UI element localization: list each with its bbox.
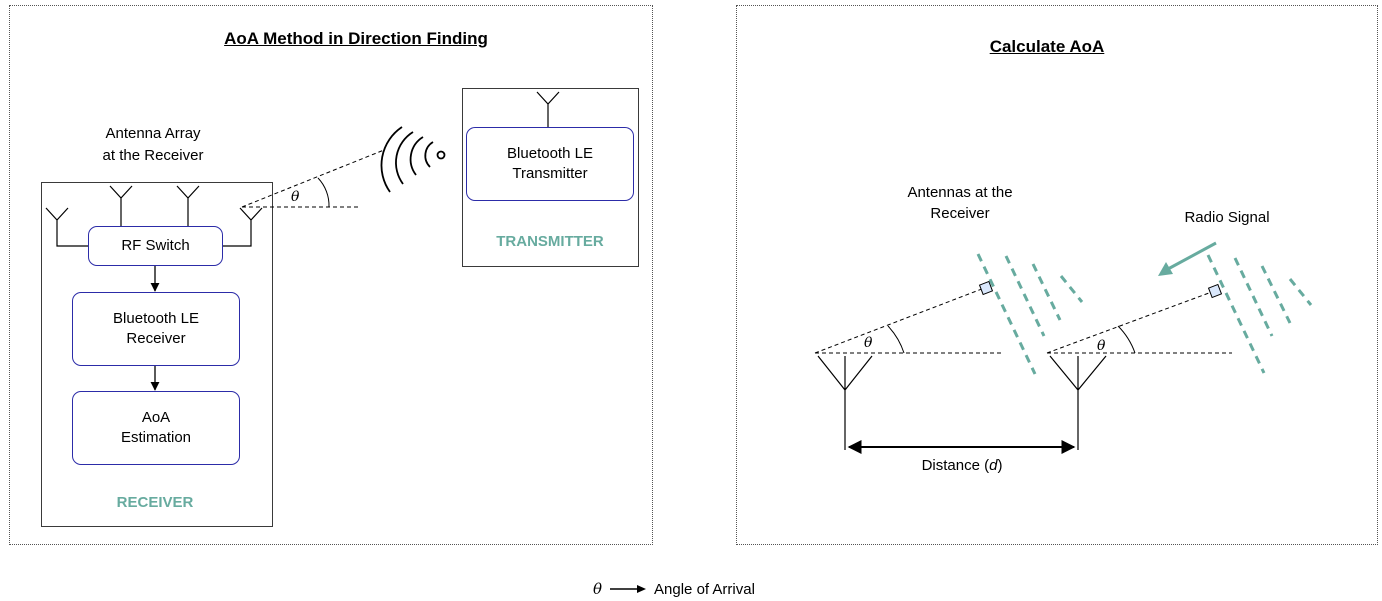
- aoa-estimation-label-line1: AoA: [141, 409, 171, 426]
- antenna-icon-1: [45, 207, 88, 247]
- legend-arrow-icon: [610, 585, 647, 593]
- left-panel-title: AoA Method in Direction Finding: [224, 29, 488, 48]
- right-antenna-icon-1: [817, 355, 873, 450]
- radio-signal-arrow-line: [1167, 241, 1217, 271]
- ble-transmitter-label-line1: Bluetooth LE: [507, 145, 593, 162]
- ble-receiver-label-line2: Receiver: [126, 330, 186, 347]
- right-angle-arc-1: [887, 325, 905, 354]
- transmitter-frame: [462, 88, 639, 267]
- right-theta-1: θ: [864, 335, 873, 351]
- legend: θ Angle of Arrival: [593, 580, 755, 598]
- left-angle-arc: [317, 177, 330, 208]
- ble-transmitter-label-line2: Transmitter: [512, 165, 588, 182]
- right-baselines: [814, 286, 1232, 354]
- receiver-frame: [41, 182, 273, 527]
- receiver-label: RECEIVER: [116, 494, 194, 511]
- antenna-icon-3: [176, 185, 200, 226]
- wavefront-lines-1: [976, 253, 1084, 375]
- right-theta-2: θ: [1097, 338, 1106, 354]
- wavefront-lines-2: [1206, 254, 1313, 374]
- left-angle-lines: [241, 149, 385, 208]
- antenna-icon-transmitter: [536, 91, 560, 127]
- right-angle-marker-2: [1207, 283, 1223, 299]
- ble-receiver-label-line1: Bluetooth LE: [113, 310, 199, 327]
- left-theta: θ: [291, 189, 300, 205]
- radio-wave-icon: [380, 126, 446, 193]
- legend-theta-symbol: θ: [593, 580, 603, 598]
- right-angle-marker-1: [978, 280, 994, 296]
- rf-switch-label: RF Switch: [121, 237, 190, 254]
- radio-signal-label: Radio Signal: [1184, 209, 1270, 226]
- radio-signal-arrow-head: [1158, 262, 1173, 276]
- legend-text: Angle of Arrival: [654, 580, 755, 598]
- transmitter-label: TRANSMITTER: [496, 233, 604, 250]
- left-panel: [9, 5, 653, 545]
- antenna-array-label-line2: at the Receiver: [102, 147, 204, 164]
- aoa-estimation-box: AoA Estimation: [72, 391, 240, 465]
- ble-transmitter-box: Bluetooth LE Transmitter: [466, 127, 634, 201]
- antenna-array-icons: [45, 91, 560, 247]
- ble-receiver-box: Bluetooth LE Receiver: [72, 292, 240, 366]
- antenna-icon-2: [109, 185, 133, 226]
- antenna-array-label-line1: Antenna Array: [105, 125, 201, 142]
- distance-label: Distance (d): [921, 457, 1003, 474]
- right-angle-arc-2: [1117, 325, 1136, 354]
- right-panel: [736, 5, 1378, 545]
- aoa-estimation-label-line2: Estimation: [120, 429, 192, 446]
- right-antenna-icon-2: [1049, 355, 1107, 450]
- antennas-label-line2: Receiver: [930, 205, 990, 222]
- right-panel-title: Calculate AoA: [989, 37, 1105, 56]
- antenna-icon-4: [223, 207, 263, 247]
- rf-switch-box: RF Switch: [88, 226, 223, 266]
- antennas-label-line1: Antennas at the: [907, 184, 1013, 201]
